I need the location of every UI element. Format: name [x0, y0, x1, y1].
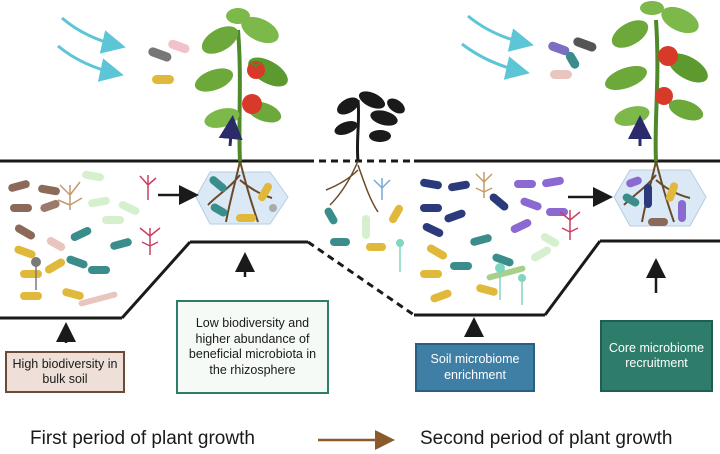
growth-arrow-left	[218, 115, 243, 147]
soil-enrichment-label: Soil microbiome enrichment	[415, 343, 535, 392]
first-period-label: First period of plant growth	[30, 428, 255, 449]
bacteria-icon-enriched-soil	[420, 176, 568, 303]
zoom-hexagon-icon-right	[613, 160, 707, 227]
tomato-plant-icon-left	[194, 8, 288, 162]
fungi-icon-enriched-soil	[475, 172, 581, 305]
rhizosphere-label: Low biodiversity and higher abundance of…	[176, 300, 329, 394]
seedling-icon	[334, 91, 405, 162]
tomato-plant-icon-right	[605, 1, 708, 162]
ground-line-right	[414, 159, 720, 317]
ground-line-transition	[307, 159, 415, 317]
second-period-label: Second period of plant growth	[420, 428, 673, 449]
bulk-soil-label: High biodiversity in bulk soil	[5, 351, 125, 393]
fungi-icon-bulk-soil	[31, 175, 161, 290]
ground-line-left	[0, 159, 308, 320]
core-recruitment-label: Core microbiome recruitment	[600, 320, 713, 392]
airborne-bacteria-icon	[148, 37, 597, 84]
zoom-hexagon-icon-left	[195, 160, 289, 225]
wind-arrow-icon	[57, 14, 534, 82]
root-icon-middle	[324, 160, 404, 272]
